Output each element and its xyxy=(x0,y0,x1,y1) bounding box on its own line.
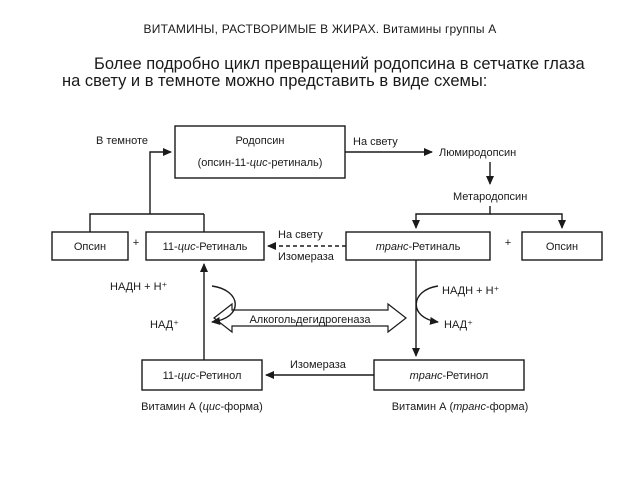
in-dark-label: В темноте xyxy=(96,135,148,147)
vitamin-cis-caption: Витамин А (цис-форма) xyxy=(141,401,263,413)
slide-title: ВИТАМИНЫ, РАСТВОРИМЫЕ В ЖИРАХ. Витамины … xyxy=(143,22,497,36)
rhodopsin-label: Родопсин xyxy=(236,135,285,147)
rhodopsin-box xyxy=(174,125,346,179)
vitamin-trans-caption: Витамин А (транс-форма) xyxy=(392,401,529,413)
intro-paragraph: Более подробно цикл превращений родопсин… xyxy=(62,55,585,90)
in-light-top-label: На свету xyxy=(353,136,398,148)
isomerase-mid-label: Изомераза xyxy=(278,251,335,263)
metarhodopsin-label: Метародопсин xyxy=(453,191,527,203)
meta-to-opsin-arrow xyxy=(490,213,566,229)
cis-retinol-label: 11-цис-Ретинол xyxy=(163,370,242,382)
opsin-right-box xyxy=(521,231,603,261)
cis-retinol-box xyxy=(141,359,263,391)
nadh-right-label: НАДН + Н⁺ xyxy=(442,285,500,297)
plus-right: + xyxy=(505,237,511,249)
cis-retinal-label: 11-цис-Ретиналь xyxy=(163,241,248,253)
nad-right-label: НАД⁺ xyxy=(444,319,473,331)
rhodopsin-detail: (опсин-11-цис-ретиналь) xyxy=(198,157,323,169)
in-light-mid-label: На свету xyxy=(278,229,323,241)
isomerase-bottom-label: Изомераза xyxy=(290,359,347,371)
alcohol-dehydrogenase-arrow xyxy=(213,302,407,334)
nad-left-label: НАД⁺ xyxy=(150,319,179,331)
meta-to-trans-arrow xyxy=(412,206,491,229)
left-cofactor-curve xyxy=(211,285,236,325)
nadh-left-label: НАДН + Н⁺ xyxy=(110,281,168,293)
cis-retinal-box xyxy=(145,231,265,261)
right-cofactor-curve xyxy=(415,285,439,325)
plus-left: + xyxy=(133,237,139,249)
opsin-left-label: Опсин xyxy=(74,241,106,253)
enzyme-label: Алкогольдегидрогеназа xyxy=(249,314,371,326)
dark-arrow xyxy=(149,148,172,214)
trans-retinol-label: транс-Ретинол xyxy=(410,370,489,382)
opsin-dark-line xyxy=(89,213,204,232)
trans-retinal-label: транс-Ретиналь xyxy=(376,241,461,253)
opsin-right-label: Опсин xyxy=(546,241,578,253)
lumirhodopsin-label: Люмиродопсин xyxy=(439,147,516,159)
